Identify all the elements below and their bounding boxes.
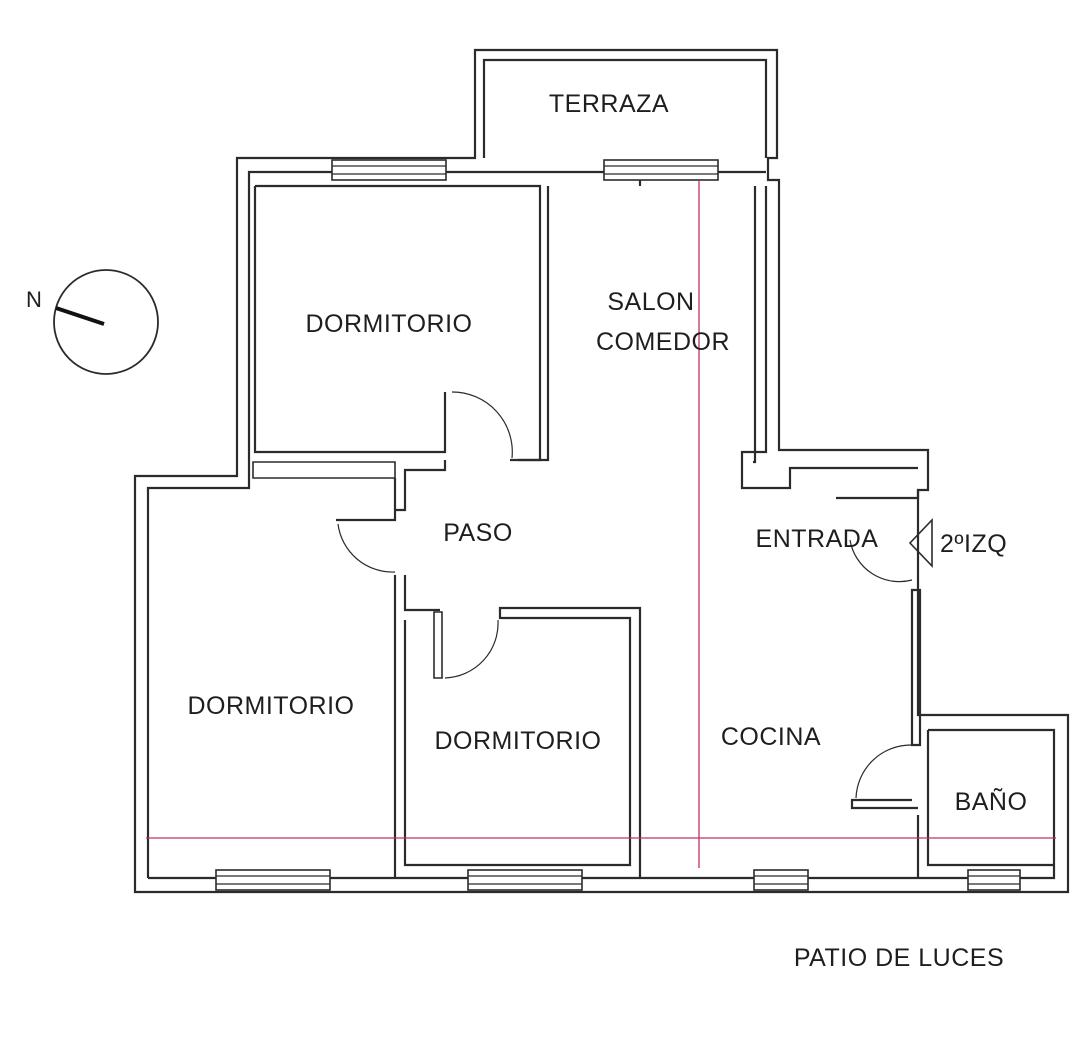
windows	[215, 159, 1021, 891]
room-labels: TERRAZA DORMITORIO SALON COMEDOR PASO EN…	[187, 90, 1028, 972]
room-label-paso: PASO	[443, 519, 513, 547]
room-label-dormitorio-left: DORMITORIO	[187, 692, 354, 720]
room-label-entrada: ENTRADA	[756, 525, 879, 553]
compass-circle	[53, 269, 159, 375]
compass-needle	[55, 306, 105, 326]
compass-north-label: N	[26, 287, 42, 312]
patio-label: PATIO DE LUCES	[794, 944, 1004, 972]
unit-label: 2ºIZQ	[940, 530, 1007, 558]
compass: N	[26, 269, 159, 375]
room-label-terraza: TERRAZA	[549, 90, 669, 118]
door-swings	[337, 391, 913, 799]
entrance-triangle-icon	[908, 518, 933, 568]
reference-lines	[146, 180, 1056, 868]
entrance-marker: 2ºIZQ	[908, 518, 1007, 568]
entrada-bano-walls	[850, 588, 1054, 878]
room-label-dormitorio-center: DORMITORIO	[434, 727, 601, 755]
room-label-comedor: COMEDOR	[596, 328, 730, 356]
paso-walls	[336, 460, 642, 878]
room-label-dormitorio-top: DORMITORIO	[305, 310, 472, 338]
room-label-salon: SALON	[607, 288, 694, 316]
room-label-cocina: COCINA	[721, 723, 821, 751]
room-label-bano: BAÑO	[955, 787, 1028, 816]
